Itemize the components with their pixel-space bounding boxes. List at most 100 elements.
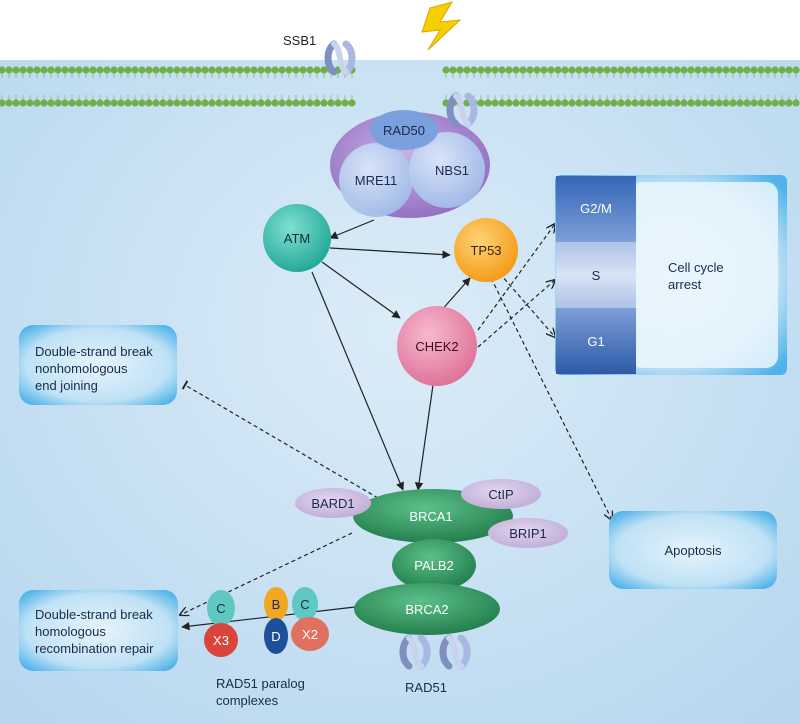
lipid-head — [708, 99, 716, 107]
cell-membrane — [0, 66, 800, 107]
lipid-head — [659, 99, 667, 107]
lipid-head — [285, 66, 293, 74]
lipid-head — [708, 66, 716, 74]
apoptosis-label: Apoptosis — [664, 543, 722, 558]
palb2-node — [392, 539, 476, 591]
lipid-head — [292, 99, 300, 107]
lipid-head — [89, 99, 97, 107]
lipid-head — [540, 99, 548, 107]
lipid-head — [110, 99, 118, 107]
lipid-head — [229, 99, 237, 107]
lipid-head — [166, 99, 174, 107]
g2m-phase-block — [556, 176, 636, 242]
lipid-head — [96, 99, 104, 107]
lipid-head — [145, 66, 153, 74]
lipid-head — [278, 66, 286, 74]
lipid-head — [645, 99, 653, 107]
lipid-head — [477, 66, 485, 74]
lipid-head — [47, 99, 55, 107]
lipid-head — [729, 99, 737, 107]
nhej-box: Double-strand break nonhomologous end jo… — [19, 325, 177, 405]
inhibit-brca1-to-nhej — [181, 380, 379, 499]
lipid-head — [484, 66, 492, 74]
lipid-head — [61, 99, 69, 107]
lipid-head — [138, 99, 146, 107]
lipid-head — [757, 66, 765, 74]
lipid-head — [264, 99, 272, 107]
lipid-head — [33, 99, 41, 107]
lipid-head — [131, 66, 139, 74]
brip1-node — [488, 518, 568, 548]
lipid-head — [624, 66, 632, 74]
g1-phase-block — [556, 308, 636, 374]
lipid-head — [173, 66, 181, 74]
lipid-head — [201, 66, 209, 74]
lipid-head — [103, 99, 111, 107]
lipid-head — [208, 99, 216, 107]
paralog-c-label-2: C — [300, 597, 309, 612]
lipid-head — [715, 99, 723, 107]
lipid-head — [348, 99, 356, 107]
g2m-label: G2/M — [580, 201, 612, 216]
lipid-head — [554, 66, 562, 74]
lipid-head — [68, 66, 76, 74]
lipid-head — [306, 66, 314, 74]
lipid-head — [778, 99, 786, 107]
lipid-head — [68, 99, 76, 107]
rad51-label: RAD51 — [405, 680, 447, 695]
lipid-head — [792, 66, 800, 74]
atm-label: ATM — [284, 231, 310, 246]
lipid-head — [131, 99, 139, 107]
nhej-label-line2: nonhomologous — [35, 361, 128, 376]
brca2-node — [354, 583, 500, 635]
lipid-head — [33, 66, 41, 74]
lipid-head — [117, 66, 125, 74]
hr-box-background — [19, 590, 178, 671]
lipid-head — [82, 99, 90, 107]
lipid-head — [568, 99, 576, 107]
lightning-bolt-icon — [421, 1, 462, 51]
lipid-head — [617, 66, 625, 74]
dashed-tp53-to-g1 — [494, 267, 555, 337]
lipid-head — [512, 66, 520, 74]
lipid-head — [271, 66, 279, 74]
arrow-mrn-to-atm — [329, 219, 375, 240]
nhej-label-line1: Double-strand break — [35, 344, 153, 359]
lipid-head — [701, 66, 709, 74]
lipid-head — [236, 99, 244, 107]
cell-cycle-arrest-label-line2: arrest — [668, 277, 702, 292]
paralog-c-node-2 — [292, 587, 318, 621]
lipid-head — [582, 66, 590, 74]
lipid-head — [12, 66, 20, 74]
membrane-left-segment — [0, 66, 356, 107]
lipid-head — [750, 99, 758, 107]
nhej-box-background — [19, 325, 177, 405]
lipid-head — [610, 66, 618, 74]
paralog-b-node — [264, 587, 288, 621]
lipid-head — [54, 66, 62, 74]
lipid-head — [736, 99, 744, 107]
lipid-head — [26, 66, 34, 74]
lipid-head — [785, 99, 793, 107]
lipid-head — [568, 66, 576, 74]
solid-arrows — [181, 219, 471, 631]
lipid-head — [491, 99, 499, 107]
lipid-head — [285, 99, 293, 107]
lipid-head — [47, 66, 55, 74]
lipid-head — [26, 99, 34, 107]
dashed-chek2-to-s — [477, 280, 555, 348]
lipid-head — [166, 66, 174, 74]
cell-cycle-inner-panel — [630, 182, 778, 368]
lipid-head — [215, 99, 223, 107]
nbs1-node — [409, 132, 485, 208]
lipid-head — [519, 66, 527, 74]
lipid-head — [526, 66, 534, 74]
mre11-node — [339, 143, 413, 217]
lipid-head — [638, 99, 646, 107]
lipid-head — [540, 66, 548, 74]
arrow-atm-to-tp53 — [329, 247, 451, 259]
lipid-head — [589, 66, 597, 74]
brip1-label: BRIP1 — [509, 526, 547, 541]
rad50-node — [370, 110, 438, 150]
